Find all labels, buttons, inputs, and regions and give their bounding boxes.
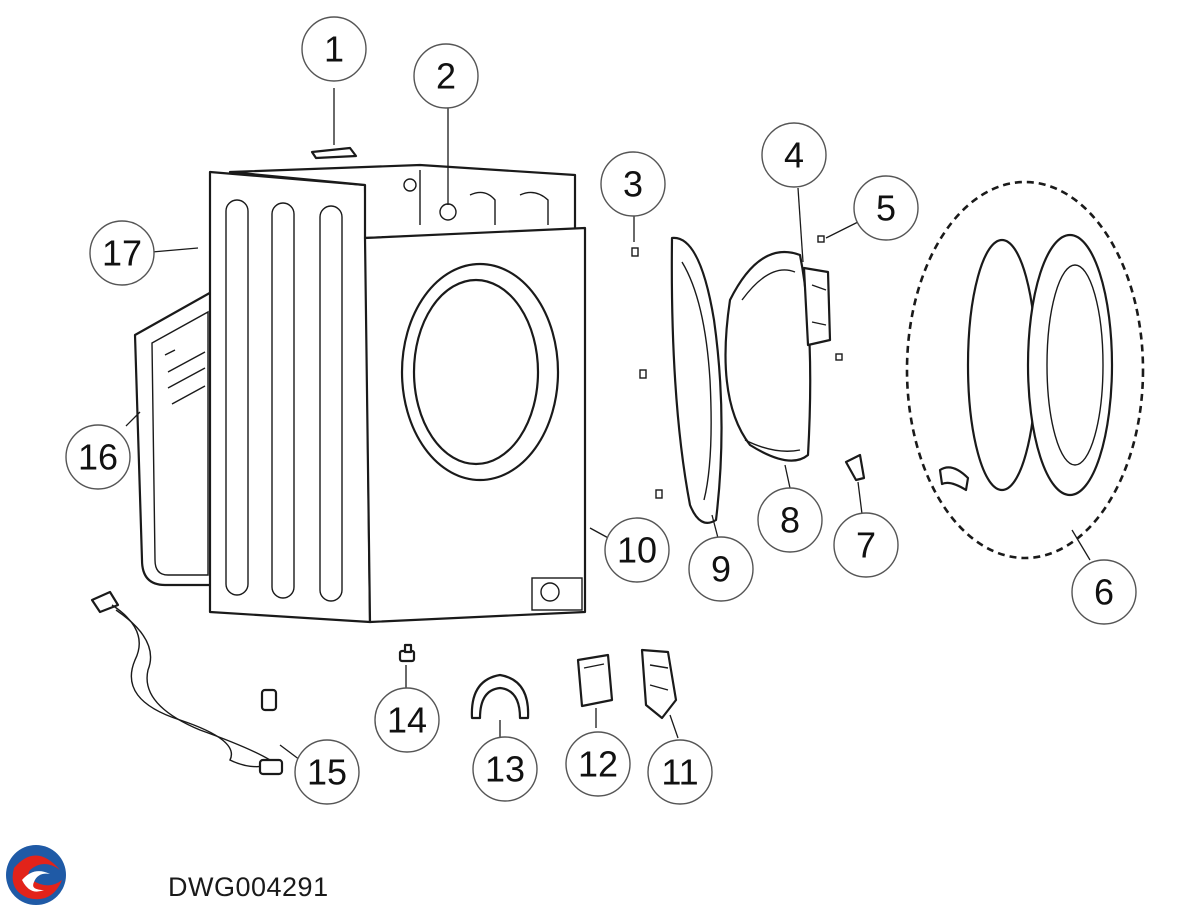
callout-4: 4: [761, 122, 827, 188]
callout-label-10: 10: [617, 530, 657, 571]
door-seal-drawing: [724, 250, 812, 462]
brand-logo: [6, 845, 66, 905]
callout-label-8: 8: [780, 500, 800, 541]
callout-13: 13: [472, 736, 538, 802]
callout-7: 7: [833, 512, 899, 578]
callout-16: 16: [65, 424, 131, 490]
top-parts-drawing: [310, 146, 358, 160]
callout-label-3: 3: [623, 164, 643, 205]
callout-label-15: 15: [307, 752, 347, 793]
callout-label-14: 14: [387, 700, 427, 741]
callout-17: 17: [89, 220, 155, 286]
callout-8: 8: [757, 487, 823, 553]
door-assembly-drawing: [905, 180, 1145, 560]
hinge-drawing: [802, 235, 843, 361]
callout-9: 9: [688, 536, 754, 602]
callout-label-12: 12: [578, 744, 618, 785]
callout-label-13: 13: [485, 749, 525, 790]
door-catch-drawing: [844, 453, 866, 482]
callout-label-7: 7: [856, 525, 876, 566]
callout-1: 1: [301, 16, 367, 82]
callout-2: 2: [413, 43, 479, 109]
drawing-number: DWG004291: [168, 872, 329, 902]
callout-11: 11: [647, 739, 713, 805]
front-panel-drawing: [363, 226, 587, 624]
hose-bracket-drawing: [470, 673, 530, 720]
callout-15: 15: [294, 739, 360, 805]
callout-label-11: 11: [661, 752, 698, 793]
callout-14: 14: [374, 687, 440, 753]
callout-label-2: 2: [436, 56, 456, 97]
callout-label-6: 6: [1094, 572, 1114, 613]
foot-drawing: [398, 643, 416, 663]
callout-label-5: 5: [876, 188, 896, 229]
callout-label-9: 9: [711, 549, 731, 590]
rear-panel-drawing: [133, 288, 217, 587]
callout-12: 12: [565, 731, 631, 797]
mains-cable-drawing: [90, 590, 284, 776]
callout-6: 6: [1071, 559, 1137, 625]
filter-cover-drawing: [576, 653, 614, 708]
callout-label-4: 4: [784, 135, 804, 176]
leader-lines: [125, 88, 1091, 761]
interlock-drawing: [640, 648, 678, 720]
callout-label-16: 16: [78, 437, 118, 478]
door-frame-drawing: [631, 236, 723, 524]
callout-label-17: 17: [102, 233, 142, 274]
callout-3: 3: [600, 151, 666, 217]
callout-5: 5: [853, 175, 919, 241]
callout-label-1: 1: [324, 29, 344, 70]
callout-10: 10: [604, 517, 670, 583]
